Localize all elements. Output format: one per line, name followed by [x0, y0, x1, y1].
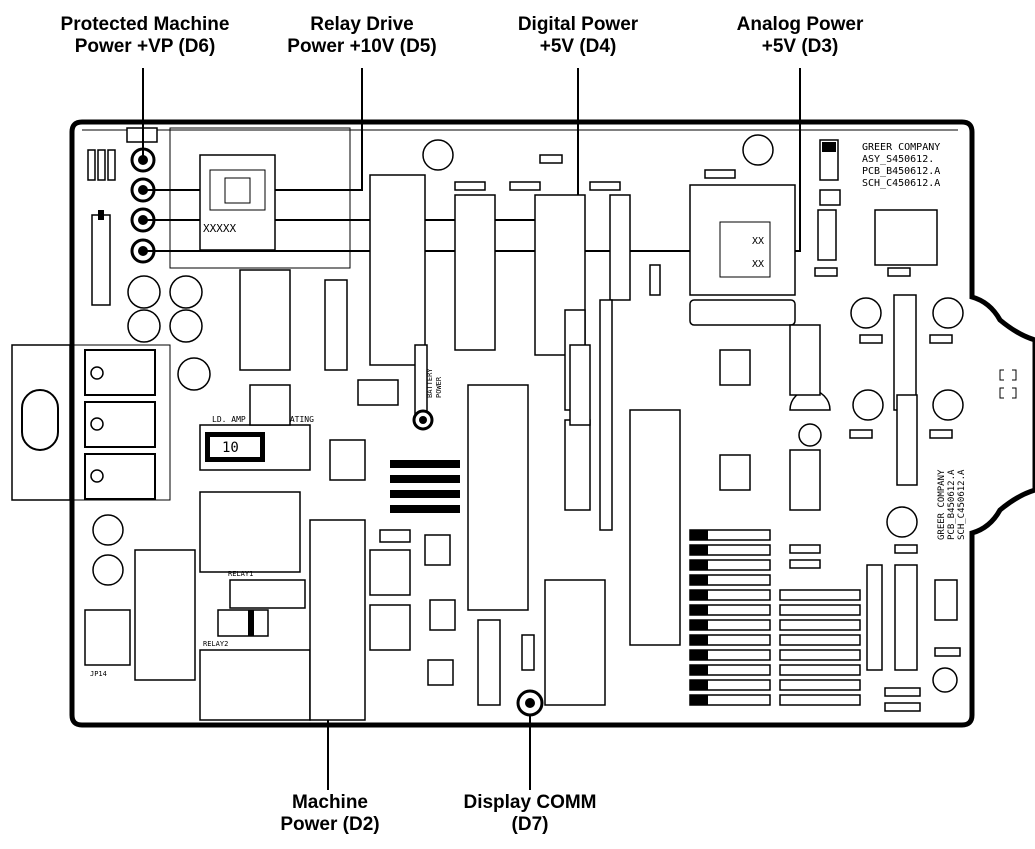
- callout-d2: Machine Power (D2): [250, 792, 410, 836]
- callout-d4-line1: Digital Power: [517, 14, 639, 35]
- capacitors: [92, 134, 964, 693]
- callout-d2-line2: Power (D2): [280, 814, 380, 835]
- rotated-label-line-3: SCH_C450612.A: [957, 469, 967, 540]
- callout-d5-line1: Relay Drive: [310, 14, 414, 35]
- callout-d6-line1: Protected Machine: [60, 14, 230, 35]
- callout-d3: Analog Power +5V (D3): [710, 14, 890, 58]
- callout-d6-line2: Power +VP (D6): [74, 36, 216, 57]
- ld-amp-label: LD. AMP (F): [212, 415, 265, 424]
- left-connector: [11, 344, 171, 501]
- callout-d6: Protected Machine Power +VP (D6): [30, 14, 260, 58]
- rating-label: RATING: [285, 415, 314, 424]
- header-pins-topleft: [87, 149, 116, 181]
- board-label-line-3: PCB_B450612.A: [862, 166, 940, 177]
- board-label-line-4: SCH_C450612.A: [862, 178, 940, 189]
- fuse-value: 10: [222, 440, 239, 456]
- rotated-label-line-1: GREER COMPANY: [937, 469, 947, 540]
- power-label: POWER: [435, 376, 443, 398]
- battery-label: BATTERY: [426, 368, 434, 398]
- callout-d4: Digital Power +5V (D4): [488, 14, 668, 58]
- board-label-rotated: GREER COMPANY PCB_B450612.A SCH_C450612.…: [937, 469, 967, 540]
- callout-d4-line2: +5V (D4): [539, 36, 617, 57]
- callout-d7-line1: Display COMM: [463, 792, 597, 813]
- xx-label-1: XX: [752, 236, 764, 247]
- callout-d7-line2: (D7): [511, 814, 549, 835]
- board-label-block: GREER COMPANY ASY_S450612. PCB_B450612.A…: [862, 142, 940, 189]
- callout-d7: Display COMM (D7): [430, 792, 630, 836]
- relay2-label: RELAY2: [203, 640, 228, 648]
- callout-d5: Relay Drive Power +10V (D5): [262, 14, 462, 58]
- relay1-label: RELAY1: [228, 570, 253, 578]
- xxxxx-label: XXXXX: [203, 222, 236, 235]
- callout-d3-line1: Analog Power: [736, 14, 864, 35]
- board-label-line-2: ASY_S450612.: [862, 154, 934, 165]
- callout-d2-line1: Machine: [291, 792, 369, 813]
- board-label-line-1: GREER COMPANY: [862, 142, 940, 153]
- xx-label-2: XX: [752, 259, 764, 270]
- callout-d3-line2: +5V (D3): [761, 36, 839, 57]
- jp-label: JP14: [90, 670, 107, 678]
- rotated-label-line-2: PCB_B450612.A: [947, 469, 957, 540]
- callout-d5-line2: Power +10V (D5): [287, 36, 437, 57]
